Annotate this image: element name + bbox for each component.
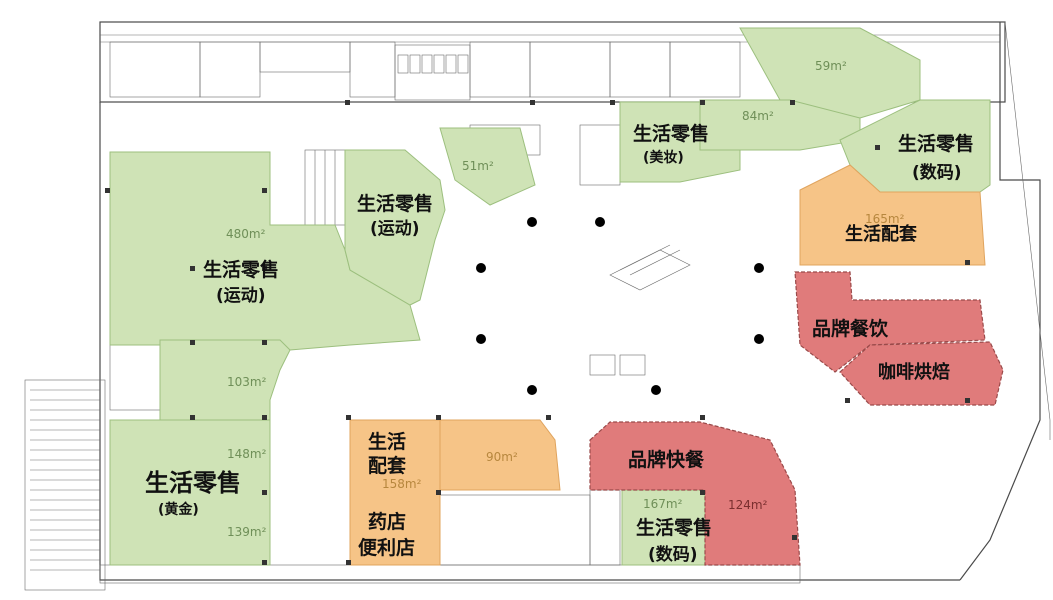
gold-category: 生活零售 [145,469,241,497]
fast-food-category: 品牌快餐 [628,448,705,471]
zone-90 [439,419,561,491]
area-480: 480m² [226,227,266,241]
beauty-sub: (美妆) [643,149,684,166]
zone-fast-food [589,421,801,566]
area-165: 165m² [865,212,905,226]
area-59: 59m² [815,59,847,73]
area-84: 84m² [742,109,774,123]
zone-gold [109,419,271,566]
area-167: 167m² [643,497,683,511]
retail-zones [109,27,991,566]
digital-top-sub: (数码) [912,162,962,183]
brand-dining-category: 品牌餐饮 [812,317,889,340]
area-103: 103m² [227,375,267,389]
area-90: 90m² [486,450,518,464]
zone-beauty [619,101,741,183]
area-158: 158m² [382,477,422,491]
area-139: 139m² [227,525,267,539]
support-top-category: 生活配套 [845,223,917,245]
pharmacy-label: 药店 [368,510,406,533]
building-outline [24,21,1051,591]
gold-sub: (黄金) [158,501,199,518]
zone-sports-small [344,149,446,306]
zone-brand-dining [794,271,986,373]
digital-bottom-category: 生活零售 [636,516,712,539]
beauty-category: 生活零售 [633,122,709,145]
convenience-label: 便利店 [358,536,415,559]
zone-103 [159,339,291,421]
zone-small-51 [439,127,536,206]
zone-coffee [839,341,1004,406]
columns [105,100,970,565]
labels: 59m² 84m² 生活零售 (美妆) 生活零售 (数码) 51m² 生活零售 … [145,59,974,565]
area-148: 148m² [227,447,267,461]
sports-small-sub: (运动) [370,219,420,239]
sports-small-category: 生活零售 [357,192,433,215]
coffee-category: 咖啡烘焙 [878,361,950,383]
area-124: 124m² [728,498,768,512]
support-bottom-line2: 配套 [368,454,407,477]
support-zones [349,164,986,566]
support-bottom-line1: 生活 [368,430,406,453]
sports-big-category: 生活零售 [203,258,279,281]
dining-zones [589,271,1004,566]
sports-big-sub: (运动) [216,286,266,306]
zone-support-top [799,164,986,266]
zone-support-bottom [349,419,441,566]
digital-bottom-sub: (数码) [648,544,698,565]
digital-top-category: 生活零售 [898,132,974,155]
area-51: 51m² [462,159,494,173]
